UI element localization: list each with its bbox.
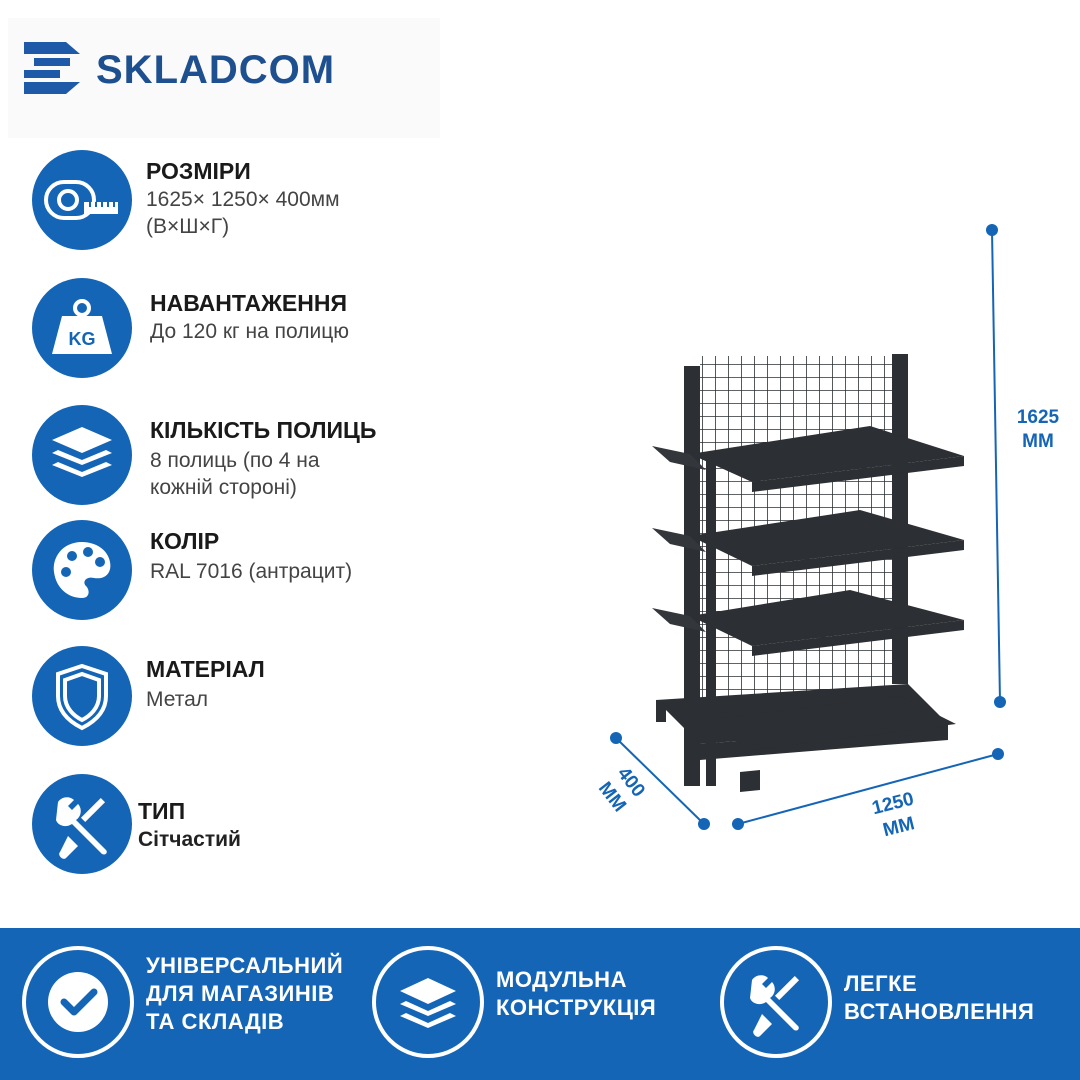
benefit-text: УНІВЕРСАЛЬНИЙ ДЛЯ МАГАЗИНІВ ТА СКЛАДІВ <box>146 953 344 1034</box>
feature-title: РОЗМІРИ <box>146 158 251 184</box>
feature-title: МАТЕРІАЛ <box>146 656 265 682</box>
dimension-lines <box>610 224 1006 830</box>
rack-shelves <box>652 426 964 750</box>
feature-title: НАВАНТАЖЕННЯ <box>150 290 347 316</box>
skladcom-logo-mark-icon <box>24 42 80 94</box>
feature-description: Метал <box>146 688 209 711</box>
feature-description: 1625× 1250× 400мм (В×Ш×Г) <box>146 188 340 238</box>
tape-measure-icon <box>32 150 132 250</box>
rack-front-upright <box>706 456 760 792</box>
feature-material: МАТЕРІАЛ Метал <box>0 646 560 756</box>
product-illustration <box>610 224 1006 830</box>
shield-icon <box>32 646 132 746</box>
logo: SKLADCOM <box>8 18 440 138</box>
layers-icon <box>32 405 132 505</box>
benefit-text: ЛЕГКЕ ВСТАНОВЛЕННЯ <box>844 971 1035 1024</box>
feature-description: RAL 7016 (антрацит) <box>150 560 353 583</box>
benefits-banner: УНІВЕРСАЛЬНИЙ ДЛЯ МАГАЗИНІВ ТА СКЛАДІВ М… <box>0 928 1080 1080</box>
palette-icon <box>32 520 132 620</box>
feature-description: 8 полиць (по 4 на кожній стороні) <box>150 449 320 499</box>
svg-text:KG: KG <box>69 329 96 349</box>
feature-dimensions: РОЗМІРИ 1625× 1250× 400мм (В×Ш×Г) <box>0 150 560 260</box>
kg-weight-icon: KG <box>32 278 132 378</box>
brand-name: SKLADCOM <box>96 48 336 92</box>
layers-icon <box>372 946 484 1058</box>
dimension-height-label: 1625 ММ <box>1016 407 1060 452</box>
checkmark-icon <box>22 946 134 1058</box>
wrench-screwdriver-icon <box>720 946 832 1058</box>
feature-description: Сітчастий <box>138 828 241 851</box>
benefit-easy-install: ЛЕГКЕ ВСТАНОВЛЕННЯ <box>720 928 1080 1080</box>
benefit-universal: УНІВЕРСАЛЬНИЙ ДЛЯ МАГАЗИНІВ ТА СКЛАДІВ <box>0 928 360 1080</box>
feature-shelves: КІЛЬКІСТЬ ПОЛИЦЬ 8 полиць (по 4 на кожні… <box>0 405 560 515</box>
benefit-text: МОДУЛЬНА КОНСТРУКЦІЯ <box>496 967 657 1020</box>
feature-type: ТИП Сітчастий <box>0 774 560 884</box>
feature-title: КІЛЬКІСТЬ ПОЛИЦЬ <box>150 417 377 443</box>
feature-color: КОЛІР RAL 7016 (антрацит) <box>0 520 560 630</box>
feature-title: ТИП <box>138 798 186 824</box>
wrench-screwdriver-icon <box>32 774 132 874</box>
feature-title: КОЛІР <box>150 528 220 554</box>
benefit-modular: МОДУЛЬНА КОНСТРУКЦІЯ <box>360 928 720 1080</box>
feature-load: KG НАВАНТАЖЕННЯ До 120 кг на полицю <box>0 278 560 388</box>
feature-description: До 120 кг на полицю <box>150 320 349 343</box>
